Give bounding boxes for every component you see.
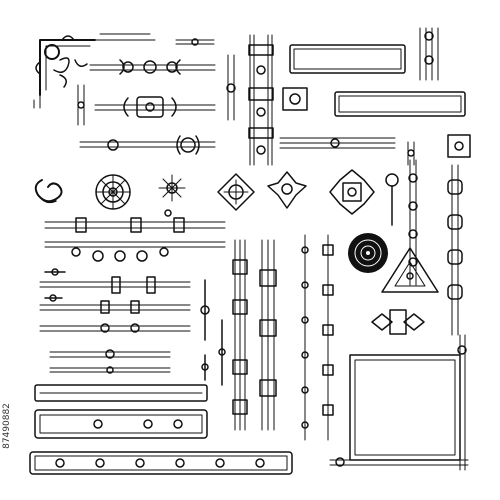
frame-bottom-3 (29, 451, 293, 475)
frame-bottom-1 (34, 384, 208, 402)
frame-top-2 (334, 91, 466, 117)
frame-top-1 (289, 44, 406, 74)
border-strip-6 (39, 276, 191, 294)
border-divider-short (175, 38, 215, 46)
spike-ornament-1 (200, 279, 210, 341)
spike-ornament-3 (218, 319, 226, 386)
rosette-2 (158, 174, 186, 217)
border-strip-3 (79, 135, 216, 155)
rosette-1 (95, 174, 131, 210)
dotted-column-1 (301, 234, 309, 441)
border-strip-4 (44, 217, 226, 233)
triangle-ornament (381, 247, 439, 293)
stock-id-label: 87490882 (1, 360, 13, 492)
frame-bottom-2 (34, 409, 208, 439)
border-strip-7 (39, 300, 191, 314)
vertical-border-d (259, 239, 277, 431)
vertical-chain-2 (447, 164, 463, 336)
rosette-3 (217, 173, 255, 211)
vertical-border-a (226, 54, 236, 121)
swirl-ornament (34, 179, 63, 204)
pendant-ornament (385, 173, 399, 226)
small-vertical-right (407, 141, 415, 166)
badge-square (447, 134, 471, 158)
border-strip-9 (49, 349, 171, 359)
border-strip-8 (39, 323, 191, 333)
diamond-ornament (371, 309, 425, 335)
spike-ornament-2 (201, 354, 209, 381)
frame-bottom-right (329, 334, 469, 471)
square-ornament (282, 87, 308, 111)
vertical-border-c (232, 239, 248, 431)
corner-ornament (33, 33, 156, 109)
mandala (348, 233, 388, 273)
small-flourish-2 (44, 294, 63, 302)
border-strip-10 (49, 366, 171, 374)
rosette-5 (329, 169, 375, 215)
vertical-border-b (248, 34, 274, 166)
vertical-spacer (77, 84, 85, 126)
border-strip-1 (89, 59, 216, 75)
dotted-column-2 (322, 234, 334, 441)
vertical-border-right (419, 27, 439, 81)
border-strip-5 (44, 241, 226, 262)
border-strip-2 (94, 96, 216, 118)
rosette-4 (267, 171, 307, 209)
stock-id-text: 87490882 (2, 403, 12, 449)
border-strip-right (279, 137, 396, 149)
small-flourish-1 (44, 268, 66, 276)
